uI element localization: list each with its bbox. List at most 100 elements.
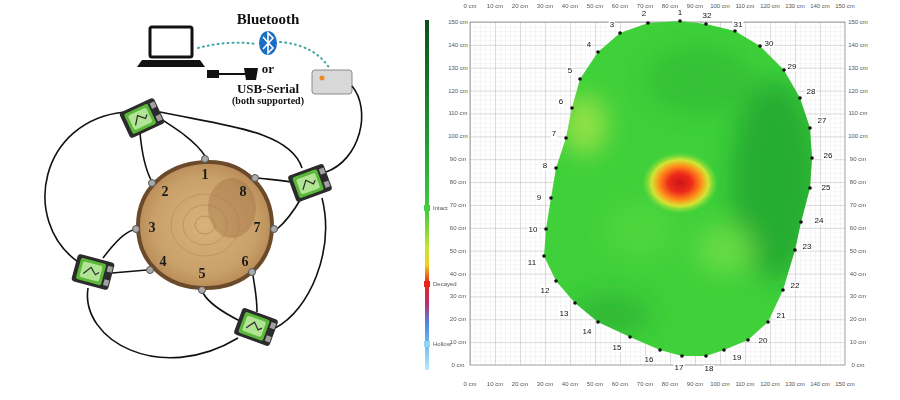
axis-tick-label: 60 cm xyxy=(450,225,466,231)
sensor-pins xyxy=(202,156,209,163)
sensor-pins xyxy=(199,287,206,294)
axis-tick-label: 90 cm xyxy=(687,3,703,9)
legend-label: Hollow xyxy=(433,341,451,347)
wireless-link xyxy=(198,43,256,48)
sensor-number: 16 xyxy=(644,356,655,364)
sensor-number: 4 xyxy=(586,41,592,49)
callout-number: 7 xyxy=(254,221,261,235)
legend-swatch xyxy=(424,341,430,347)
interface-box xyxy=(312,70,352,94)
sensor-number: 22 xyxy=(790,282,801,290)
sensor-dots xyxy=(766,320,770,324)
axis-tick-label: 150 cm xyxy=(848,19,868,25)
sensor-number: 7 xyxy=(551,130,557,138)
axis-tick-label: 110 cm xyxy=(735,381,754,387)
axis-tick-label: 20 cm xyxy=(512,381,528,387)
cables xyxy=(87,288,238,358)
sensor-pins xyxy=(252,175,259,182)
sensor-number: 23 xyxy=(802,243,813,251)
tomogram xyxy=(563,45,820,335)
tree-cross-section xyxy=(138,162,272,288)
sensor-number: 8 xyxy=(542,162,548,170)
axis-tick-label: 110 cm xyxy=(848,110,867,116)
cables xyxy=(258,178,292,182)
axis-tick-label: 130 cm xyxy=(785,3,805,9)
axis-tick-label: 10 cm xyxy=(850,339,866,345)
tomogram xyxy=(645,45,755,115)
usb-serial-cable xyxy=(207,70,219,78)
axis-tick-label: 130 cm xyxy=(785,381,805,387)
sensor-pins xyxy=(271,226,278,233)
axis-tick-label: 60 cm xyxy=(612,3,628,9)
sensor-dots xyxy=(781,288,785,292)
interface-label: (both supported) xyxy=(232,96,304,106)
cables xyxy=(326,86,362,172)
sensor-dots xyxy=(554,166,558,170)
axis-tick-label: 20 cm xyxy=(512,3,528,9)
sensor-dots xyxy=(578,77,582,81)
sensor-dots xyxy=(704,22,708,26)
axis-tick-label: 80 cm xyxy=(662,3,678,9)
callout-number: 6 xyxy=(242,255,249,269)
cables xyxy=(160,112,302,168)
sensor-dots xyxy=(678,19,682,23)
axis-tick-label: 10 cm xyxy=(487,381,503,387)
bluetooth-icon xyxy=(259,31,277,55)
sensor-dots xyxy=(628,335,632,339)
sensor-dots xyxy=(596,50,600,54)
sensor-number: 24 xyxy=(814,217,825,225)
tree-cross-section xyxy=(138,162,272,288)
sensor-dots xyxy=(793,248,797,252)
axis-tick-label: 150 cm xyxy=(835,381,855,387)
axis-tick-label: 100 cm xyxy=(848,133,868,139)
grid xyxy=(470,22,845,365)
sensor-number: 29 xyxy=(787,63,798,71)
sensor-dots xyxy=(810,156,814,160)
sensor-number: 31 xyxy=(733,21,744,29)
tomogram xyxy=(563,95,607,155)
axis-tick-label: 70 cm xyxy=(450,202,466,208)
tomogram xyxy=(544,21,820,356)
sensor-dots xyxy=(658,348,662,352)
axis-tick-label: 40 cm xyxy=(450,271,466,277)
sensor-dots xyxy=(544,227,548,231)
color-scale-bar xyxy=(425,20,429,370)
sensor-number: 26 xyxy=(823,152,834,160)
sensor-dots xyxy=(596,320,600,324)
sensor-number: 10 xyxy=(528,226,539,234)
tomogram xyxy=(695,225,755,275)
color-scale-bar xyxy=(425,20,429,370)
legend-label: Decayed xyxy=(433,281,457,287)
sensor-number: 2 xyxy=(641,10,647,18)
callout-number: 1 xyxy=(202,168,209,182)
sensor-dots xyxy=(733,29,737,33)
axis-tick-label: 80 cm xyxy=(850,179,866,185)
sensor-pins xyxy=(147,267,154,274)
sensor-dots xyxy=(564,136,568,140)
axis-tick-label: 60 cm xyxy=(612,381,628,387)
sensor-number: 19 xyxy=(732,354,743,362)
tomogram xyxy=(570,295,650,335)
axis-tick-label: 140 cm xyxy=(810,3,830,9)
tree-cross-section xyxy=(195,216,215,234)
cables xyxy=(112,270,147,273)
interface-label: or xyxy=(262,62,274,75)
sensor-number: 20 xyxy=(758,337,769,345)
usb-serial-cable xyxy=(219,73,245,75)
sensor-dots xyxy=(799,220,803,224)
sensor-number: 21 xyxy=(776,312,787,320)
axis-tick-label: 80 cm xyxy=(450,179,466,185)
axis-tick-label: 70 cm xyxy=(637,381,653,387)
sensor-number: 1 xyxy=(677,9,683,17)
laptop-icon xyxy=(137,27,205,67)
callout-number: 4 xyxy=(160,255,167,269)
sensor-number: 32 xyxy=(702,12,713,20)
sensor-dots xyxy=(782,68,786,72)
axis-tick-label: 40 cm xyxy=(562,381,578,387)
sensor-number: 15 xyxy=(612,344,623,352)
axis-tick-label: 10 cm xyxy=(487,3,503,9)
sensor-number: 17 xyxy=(674,364,685,372)
legend-swatch xyxy=(424,205,430,211)
cables xyxy=(45,86,362,358)
